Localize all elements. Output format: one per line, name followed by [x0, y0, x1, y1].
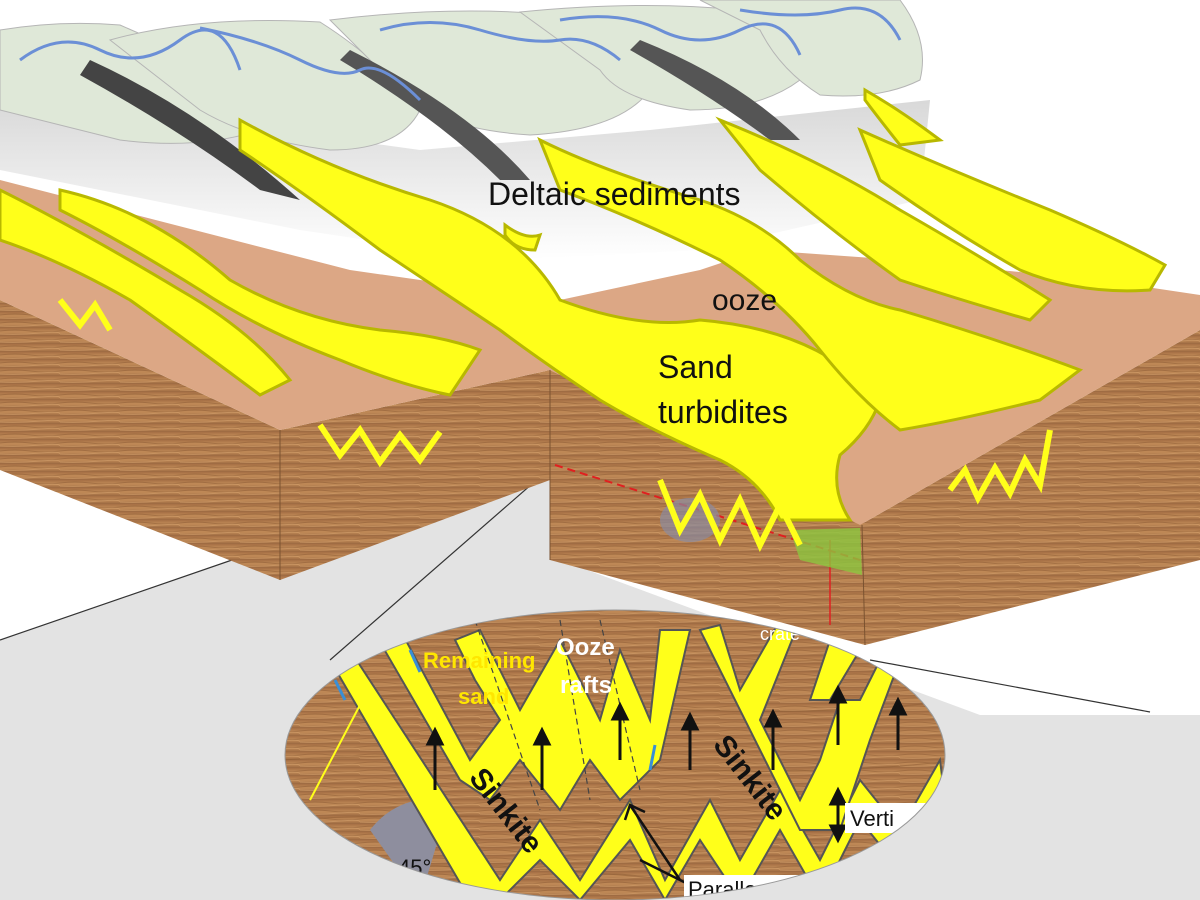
label-remaining-sand: sand [458, 684, 509, 709]
label-ooze: ooze [712, 284, 777, 317]
label-crater: crate [760, 624, 800, 644]
sand-turbidites [0, 87, 1168, 522]
label-turbidites: turbidites [658, 394, 788, 430]
sinkite-zigzags [57, 298, 1053, 553]
label-vertical: Verti [850, 806, 894, 831]
inset-oval: Remaining sand Ooze rafts Sinkite Sinkit… [284, 609, 946, 900]
label-sand: Sand [658, 349, 733, 385]
label-ooze-rafts-2: rafts [560, 672, 612, 699]
label-remaining: Remaining [423, 648, 535, 673]
label-ooze-rafts-1: Ooze [556, 634, 615, 661]
label-deltaic-sediments: Deltaic sediments [488, 176, 741, 212]
